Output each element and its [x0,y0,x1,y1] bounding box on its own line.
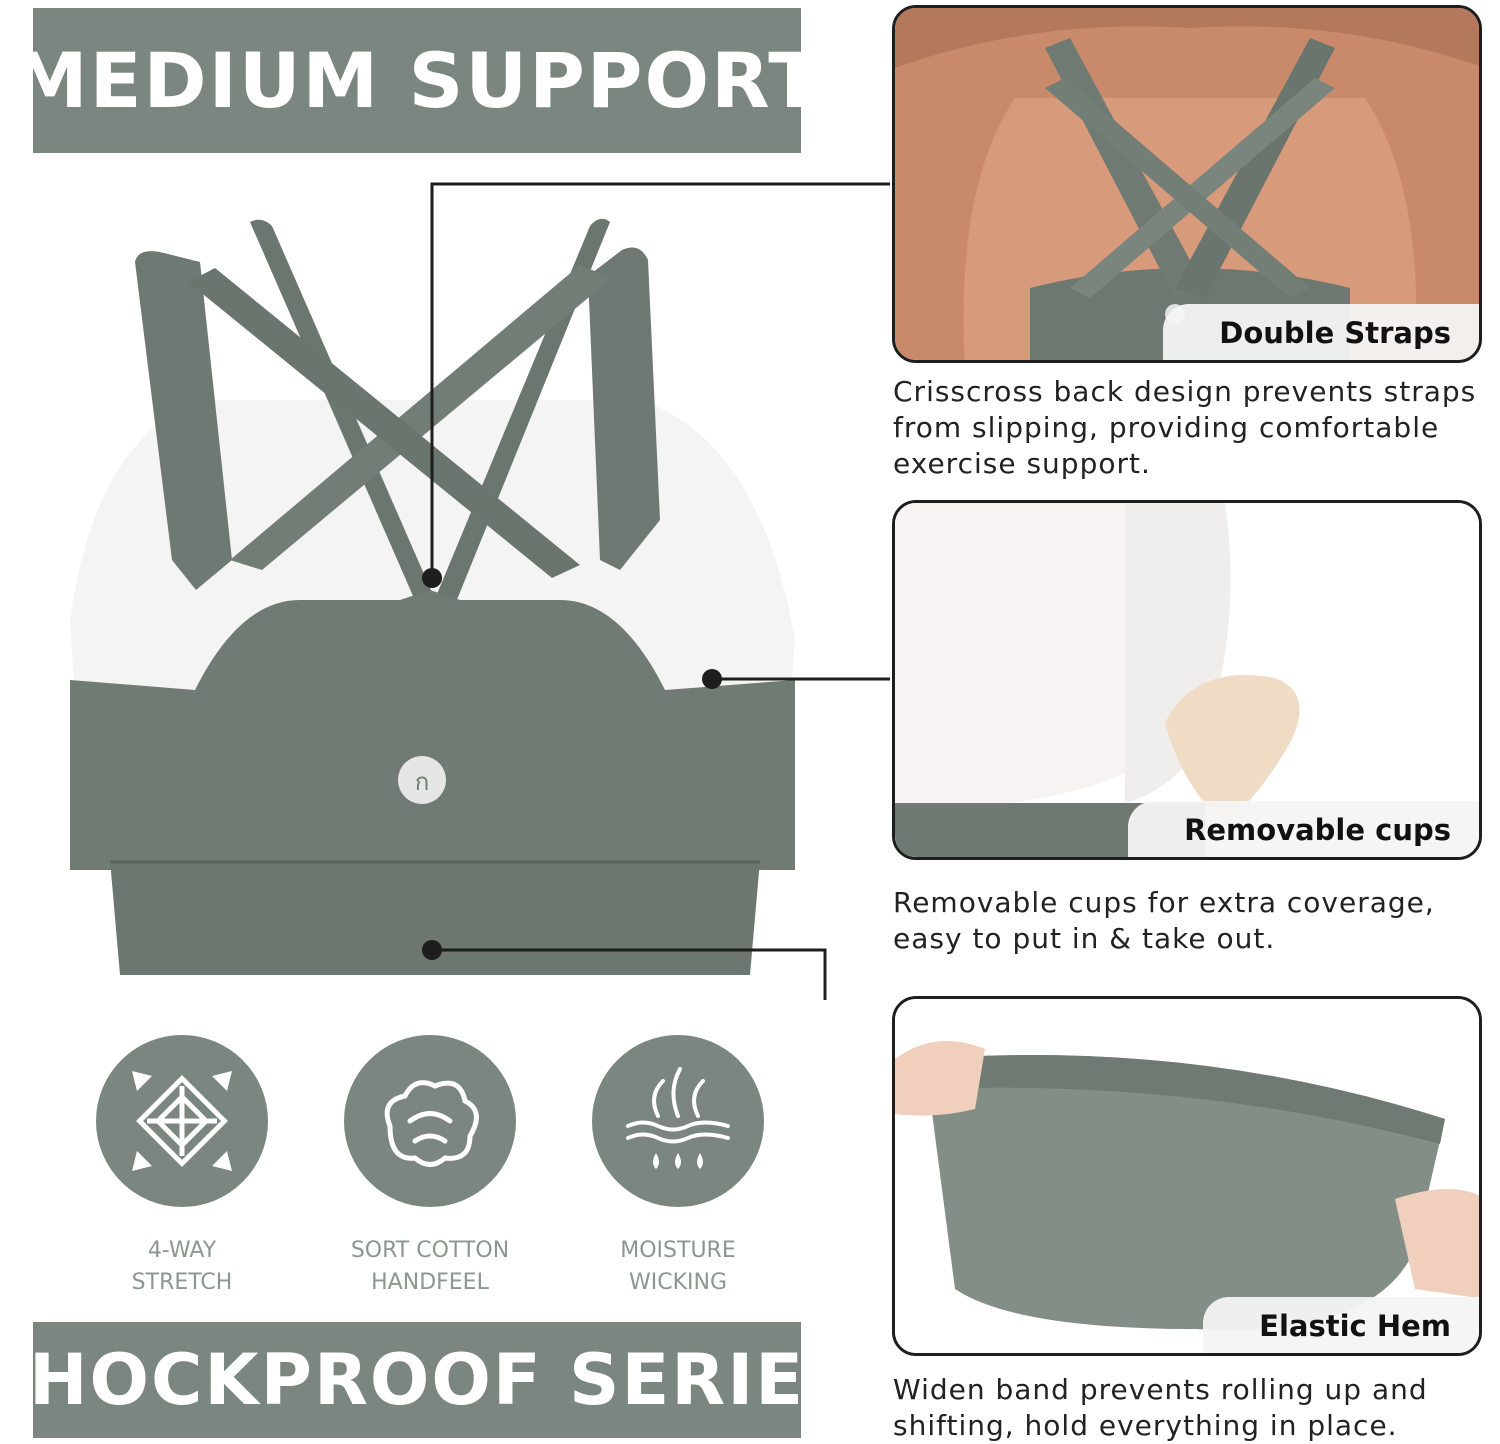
feature-soft-cotton: SORT COTTON HANDFEEL [300,1035,560,1299]
brand-logo-icon [398,756,446,804]
product-image: ก [70,182,890,1000]
banner-shockproof-series: SHOCKPROOF SERIES [0,1322,855,1438]
feature-label-line2: STRETCH [131,1270,233,1295]
svg-text:ก: ก [415,768,430,796]
feature-label-line2: WICKING [628,1270,728,1295]
feature-label-line2: HANDFEEL [371,1270,489,1295]
cup-closeup-photo [895,503,1479,857]
feature-label-line1: MOISTURE [620,1238,736,1263]
caption-elastic-hem: Widen band prevents rolling up and shift… [893,1373,1428,1442]
banner-bottom-text: SHOCKPROOF SERIES [0,1339,858,1421]
banner-medium-support: MEDIUM SUPPORT [12,8,820,153]
feature-moisture-wicking: MOISTURE WICKING [548,1035,808,1299]
feature-label-line1: SORT COTTON [350,1238,510,1263]
callout-dot-cups [702,669,722,689]
panel-double-straps: Double Straps [892,5,1482,363]
callout-lines [430,182,890,1000]
hem-stretch-photo [895,999,1479,1353]
stretch-icon [132,1071,232,1171]
caption-removable-cups: Removable cups for extra coverage, easy … [893,886,1435,955]
moisture-wicking-icon [626,1067,730,1169]
cotton-icon [384,1080,479,1167]
panel-elastic-hem: Elastic Hem [892,996,1482,1356]
panel-label-elastic-hem: Elastic Hem [1203,1297,1479,1353]
back-view-photo [895,8,1479,360]
panel-label-removable-cups: Removable cups [1128,801,1479,857]
callout-dot-straps [422,568,442,588]
feature-4-way-stretch: 4-WAY STRETCH [52,1035,312,1299]
panel-removable-cups: Removable cups [892,500,1482,860]
feature-label-line1: 4-WAY [147,1238,217,1263]
panel-label-double-straps: Double Straps [1163,304,1479,360]
callout-dot-hem [422,940,442,960]
banner-top-text: MEDIUM SUPPORT [11,36,823,125]
caption-double-straps: Crisscross back design prevents straps f… [893,375,1477,480]
